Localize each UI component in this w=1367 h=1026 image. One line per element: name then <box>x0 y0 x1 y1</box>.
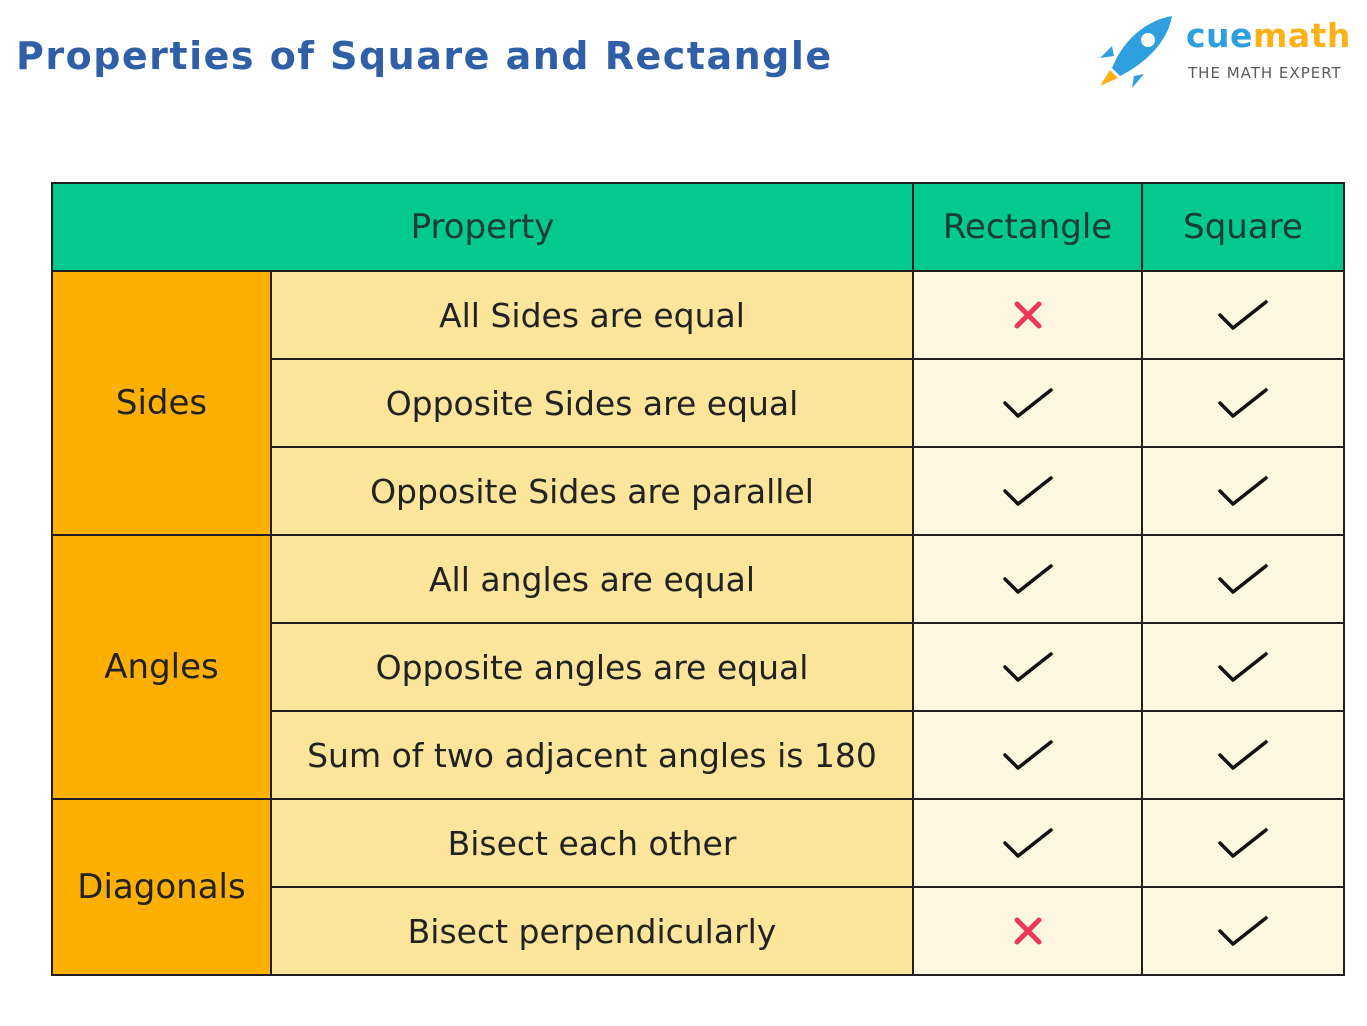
logo-tagline: THE MATH EXPERT <box>1188 64 1342 82</box>
property-cell: Bisect perpendicularly <box>270 886 914 976</box>
check-icon <box>1218 916 1268 946</box>
rectangle-mark-cell <box>912 358 1143 448</box>
cuemath-logo: cuemath THE MATH EXPERT <box>1096 12 1356 92</box>
square-mark-cell <box>1141 270 1345 360</box>
table-row: Opposite angles are equal <box>52 622 1345 712</box>
rectangle-mark-cell <box>912 446 1143 536</box>
check-icon <box>1002 828 1053 858</box>
check-icon <box>1002 652 1053 682</box>
check-icon <box>1002 388 1053 418</box>
group-label: Sides <box>51 270 272 536</box>
logo-word-cue: cue <box>1186 16 1253 55</box>
check-icon <box>1002 476 1053 506</box>
table-row: Bisect perpendicularly <box>52 886 1345 976</box>
rectangle-mark-cell <box>912 270 1143 360</box>
page-title: Properties of Square and Rectangle <box>16 34 833 78</box>
property-cell: Opposite Sides are equal <box>270 358 914 448</box>
property-cell: All Sides are equal <box>270 270 914 360</box>
check-icon <box>1002 564 1053 594</box>
table-row: Opposite Sides are parallel <box>52 446 1345 536</box>
check-icon <box>1218 476 1268 506</box>
property-cell: Opposite angles are equal <box>270 622 914 712</box>
table-row: Opposite Sides are equal <box>52 358 1345 448</box>
square-mark-cell <box>1141 622 1345 712</box>
header-rectangle: Rectangle <box>912 182 1143 272</box>
header-row: Property Rectangle Square <box>51 182 1345 272</box>
check-icon <box>1218 652 1268 682</box>
group-label: Angles <box>51 534 272 800</box>
group-label: Diagonals <box>51 798 272 976</box>
property-cell: Opposite Sides are parallel <box>270 446 914 536</box>
table-row: Sum of two adjacent angles is 180 <box>52 710 1345 800</box>
property-cell: All angles are equal <box>270 534 914 624</box>
property-cell: Sum of two adjacent angles is 180 <box>270 710 914 800</box>
square-mark-cell <box>1141 710 1345 800</box>
check-icon <box>1218 388 1268 418</box>
check-icon <box>1218 300 1268 330</box>
cross-icon <box>1014 917 1041 945</box>
square-mark-cell <box>1141 534 1345 624</box>
rectangle-mark-cell <box>912 798 1143 888</box>
check-icon <box>1002 740 1053 770</box>
check-icon <box>1218 740 1268 770</box>
cross-icon <box>1014 301 1041 329</box>
rectangle-mark-cell <box>912 622 1143 712</box>
header-square: Square <box>1141 182 1345 272</box>
square-mark-cell <box>1141 358 1345 448</box>
header-property: Property <box>51 182 914 272</box>
logo-wordmark: cuemath <box>1186 16 1351 55</box>
rectangle-mark-cell <box>912 534 1143 624</box>
logo-word-math: math <box>1252 16 1351 55</box>
square-mark-cell <box>1141 886 1345 976</box>
square-mark-cell <box>1141 446 1345 536</box>
rocket-icon <box>1100 16 1172 88</box>
rectangle-mark-cell <box>912 710 1143 800</box>
property-cell: Bisect each other <box>270 798 914 888</box>
rectangle-mark-cell <box>912 886 1143 976</box>
check-icon <box>1218 828 1268 858</box>
square-mark-cell <box>1141 798 1345 888</box>
check-icon <box>1218 564 1268 594</box>
